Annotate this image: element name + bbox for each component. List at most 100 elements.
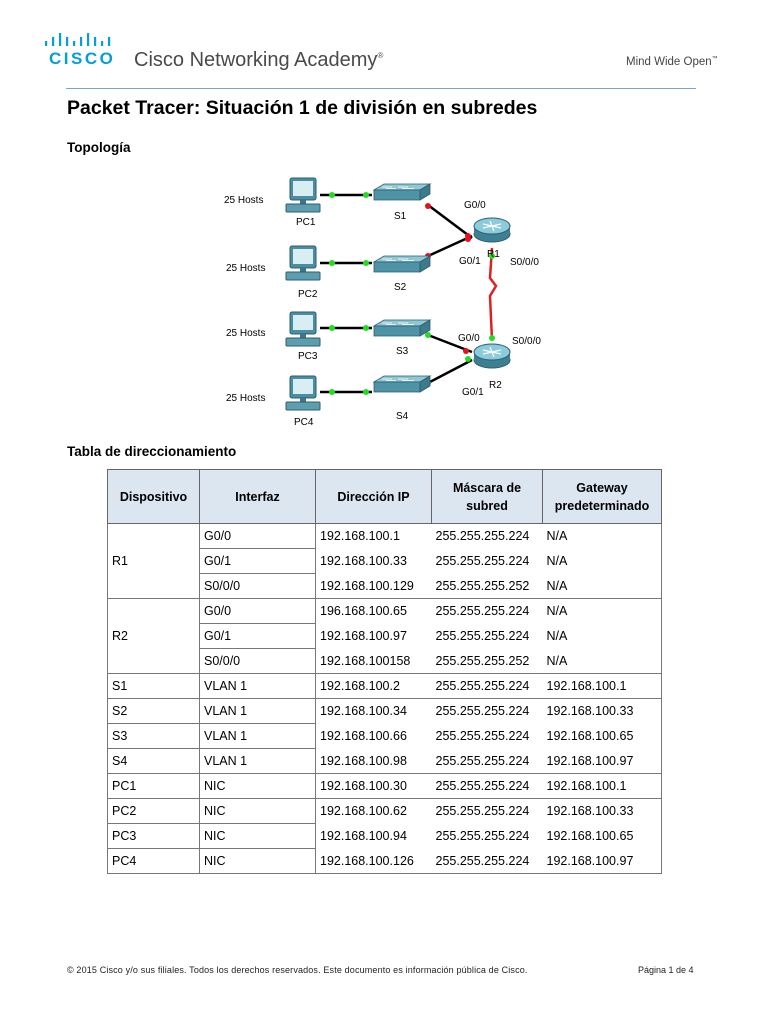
pc3-label: PC3	[298, 351, 318, 362]
academy-name: Cisco Networking Academy®	[134, 49, 384, 71]
cell-ip: 192.168.100.2	[315, 673, 432, 699]
cell-interface: G0/0	[199, 523, 316, 549]
cell-gateway: N/A	[542, 648, 662, 674]
cell-ip: 192.168.100.98	[315, 748, 432, 774]
cell-interface: S0/0/0	[199, 573, 316, 599]
cell-mask: 255.255.255.224	[431, 848, 543, 874]
cell-interface: G0/1	[199, 623, 316, 649]
cell-gateway: 192.168.100.65	[542, 723, 662, 749]
cell-device: PC3	[107, 823, 200, 849]
cell-gateway: 192.168.100.1	[542, 773, 662, 799]
cell-mask: 255.255.255.224	[431, 673, 543, 699]
cell-ip: 196.168.100.65	[315, 598, 432, 624]
cell-interface: G0/1	[199, 548, 316, 574]
pc1-icon	[285, 177, 321, 213]
cell-mask: 255.255.255.224	[435, 629, 530, 643]
cell-gateway: 192.168.100.97	[542, 848, 662, 874]
cell-device: PC1	[107, 773, 200, 799]
router-r2-icon	[473, 343, 511, 369]
tagline: Mind Wide Open™	[626, 56, 718, 68]
cell-ip: 192.168.100.30	[315, 773, 432, 799]
cell-interface: NIC	[199, 823, 316, 849]
cell-ip: 192.168.100.129	[315, 573, 432, 599]
s2-label: S2	[394, 282, 407, 293]
col-header-mask: Máscara de subred	[431, 469, 543, 524]
cell-gateway: N/A	[542, 573, 662, 599]
pc2-label: PC2	[298, 289, 318, 300]
cell-gateway: 192.168.100.97	[542, 748, 662, 774]
cell-mask: 255.255.255.224	[435, 729, 530, 743]
hosts-label-4: 25 Hosts	[226, 393, 265, 404]
cisco-wordmark: CISCO	[49, 49, 116, 68]
r2-label: R2	[489, 380, 502, 391]
cell-ip: 192.168.100.97	[315, 623, 432, 649]
s1-label: S1	[394, 211, 407, 222]
cell-interface: G0/0	[199, 598, 316, 624]
cell-ip: 192.168.100.34	[315, 698, 432, 724]
cell-device: R1	[107, 523, 200, 599]
cell-interface: VLAN 1	[199, 698, 316, 724]
cell-device: S3	[107, 723, 200, 749]
link-s2-r1	[427, 234, 473, 258]
cell-mask: 255.255.255.224	[431, 523, 543, 549]
link-s4-r2	[427, 358, 473, 385]
cell-interface: VLAN 1	[199, 723, 316, 749]
hosts-label-2: 25 Hosts	[226, 263, 265, 274]
cell-mask: 255.255.255.224	[431, 773, 543, 799]
topology-diagram: 25 Hosts 25 Hosts 25 Hosts 25 Hosts PC1 …	[224, 177, 541, 428]
cisco-logo-icon	[45, 33, 111, 46]
r2-s000-label: S0/0/0	[512, 336, 541, 347]
cell-gateway: N/A	[542, 523, 662, 549]
addressing-table: Dispositivo Interfaz Dirección IP Máscar…	[107, 469, 662, 874]
cell-mask: 255.255.255.224	[431, 698, 543, 724]
cell-gateway: 192.168.100.33	[542, 798, 662, 824]
cell-device: PC4	[107, 848, 200, 874]
addressing-heading: Tabla de direccionamiento	[67, 444, 237, 459]
cell-gateway: 192.168.100.65	[542, 823, 662, 849]
topology-heading: Topología	[67, 140, 131, 155]
cell-device: S2	[107, 698, 200, 724]
cell-mask: 255.255.255.224	[435, 829, 530, 843]
pc2-icon	[285, 245, 321, 281]
cell-ip: 192.168.100.66	[315, 723, 432, 749]
cell-gateway: N/A	[542, 598, 662, 624]
document-header: CISCO Cisco Networking Academy® Mind Wid…	[0, 0, 768, 90]
s3-label: S3	[396, 346, 409, 357]
cell-gateway: N/A	[542, 623, 662, 649]
r1-s000-label: S0/0/0	[510, 257, 539, 268]
r1-g00-label: G0/0	[464, 200, 486, 211]
cell-ip: 192.168.100.62	[315, 798, 432, 824]
cell-ip: 192.168.100.126	[315, 848, 432, 874]
cell-mask: 255.255.255.224	[435, 753, 530, 768]
footer-copyright: © 2015 Cisco y/o sus filiales. Todos los…	[67, 965, 528, 975]
pc1-label: PC1	[296, 217, 316, 228]
cell-interface: NIC	[199, 798, 316, 824]
col-header-interface: Interfaz	[199, 469, 316, 524]
cell-ip: 192.168.100.94	[315, 823, 432, 849]
serial-link-r1-r2	[488, 247, 498, 341]
cell-mask: 255.255.255.224	[435, 554, 530, 568]
cell-gateway: 192.168.100.1	[542, 673, 662, 699]
cell-interface: VLAN 1	[199, 748, 316, 774]
col-header-device: Dispositivo	[107, 469, 200, 524]
page-title: Packet Tracer: Situación 1 de división e…	[67, 97, 538, 119]
cell-device: S4	[107, 748, 200, 774]
cell-interface: NIC	[199, 773, 316, 799]
cell-interface: NIC	[199, 848, 316, 874]
pc3-icon	[285, 311, 321, 347]
cell-gateway: N/A	[542, 548, 662, 574]
link-s1-r1	[427, 204, 473, 239]
r2-g00-label: G0/0	[458, 333, 480, 344]
table-header-row: Dispositivo Interfaz Dirección IP Máscar…	[107, 469, 662, 524]
cell-mask: 255.255.255.252	[435, 578, 530, 593]
r2-g01-label: G0/1	[462, 387, 484, 398]
col-header-gateway: Gateway predeterminado	[542, 469, 662, 524]
